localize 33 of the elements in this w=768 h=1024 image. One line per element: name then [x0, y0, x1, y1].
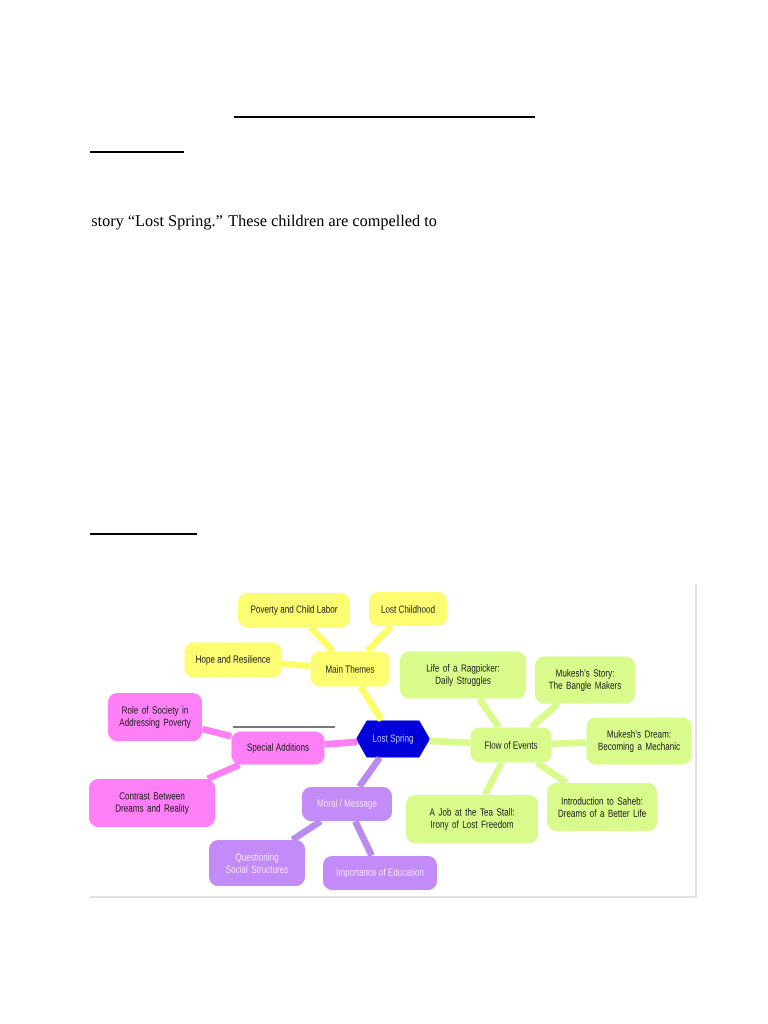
central-hexagon: Lost Spring — [356, 720, 430, 758]
connector-line — [290, 818, 323, 843]
connector-line — [307, 625, 336, 654]
connector-line — [201, 725, 232, 740]
topic-box: Poverty and Child Labor — [238, 593, 350, 627]
branch-box: Main Themes — [310, 651, 390, 687]
topic-box: Introduction to Saheb: Dreams of a Better Life — [547, 783, 657, 831]
connector-line — [358, 685, 385, 722]
body-text: story “Lost Spring.” These children are compelled to — [91, 214, 437, 230]
connector-line — [281, 660, 311, 670]
topic-box: Life of a Ragpicker: Daily Struggles — [400, 651, 526, 699]
topic-box: Questioning Social Structures — [209, 840, 305, 886]
connector-line — [352, 819, 375, 858]
connector-line — [206, 761, 241, 782]
connector-line — [324, 738, 358, 748]
topic-box: A Job at the Tea Stall: Irony of Lost Freedom — [406, 795, 538, 843]
topic-box: Contrast Between Dreams and Reality — [89, 779, 215, 827]
topic-box: Role of Society in Addressing Poverty — [108, 693, 202, 741]
connector-line — [481, 761, 505, 797]
connector-line — [535, 760, 569, 786]
topic-box: Mukesh’s Dream: Becoming a Mechanic — [586, 717, 692, 765]
branch-box: Special Additions — [231, 731, 325, 765]
branch-box: Flow of Events — [470, 727, 552, 763]
topic-box: Mukesh’s Story: The Bangle Makers — [535, 656, 635, 704]
connector-line — [551, 739, 587, 748]
topic-box: Importance of Education — [323, 856, 437, 890]
connector-line — [529, 701, 561, 730]
topic-box: Hope and Resilience — [184, 642, 282, 678]
connector-line — [476, 696, 502, 730]
connector-line — [356, 755, 383, 789]
connector-line — [364, 623, 394, 654]
branch-box: Moral / Message — [302, 787, 392, 821]
topic-box: Lost Childhood — [369, 592, 447, 626]
